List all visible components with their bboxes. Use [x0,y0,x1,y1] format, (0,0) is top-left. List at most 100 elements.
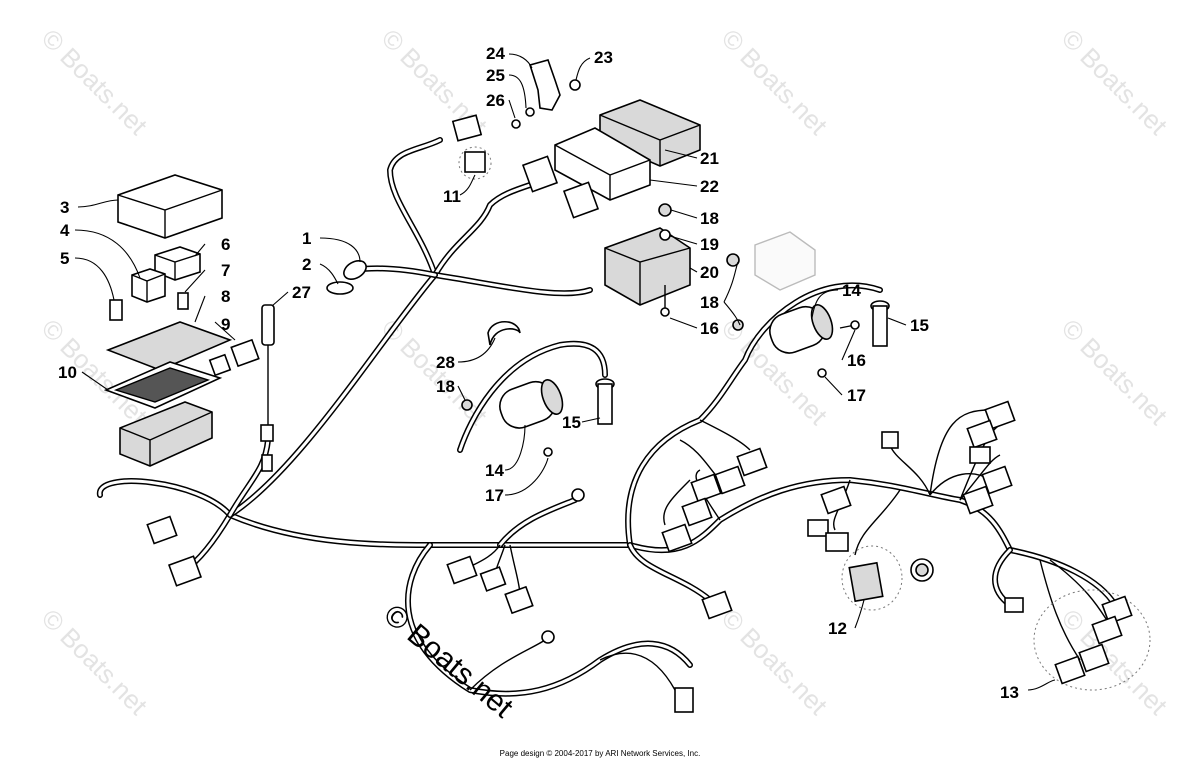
relay [154,246,201,281]
retaining-clip [487,320,521,346]
ignition-coil [499,379,564,429]
screw [817,368,827,378]
hex-nut [461,399,473,411]
callout-7: 7 [221,261,230,280]
callout-16-right: 16 [847,351,866,370]
wire-clip [343,260,367,280]
harness-connector [881,431,899,449]
foreground-watermark: © Boats.net [378,598,520,725]
callout-12: 12 [828,619,847,638]
wire-clip [326,281,354,295]
harness-connector [504,585,534,615]
callout-6: 6 [221,235,230,254]
callout-26: 26 [486,91,505,110]
harness-connector [674,687,694,713]
callout-27: 27 [292,283,311,302]
callout-17-lower: 17 [485,486,504,505]
callout-28: 28 [436,353,455,372]
fuse [109,299,123,321]
control-module [554,127,651,201]
harness-connector [1004,597,1024,613]
fuse-box-base [119,401,213,467]
callout-15-right: 15 [910,316,929,335]
fuse-label-sheet [105,321,233,371]
hex-nut [726,253,740,267]
callout-3: 3 [60,198,69,217]
main-harness [97,137,1118,697]
hex-nut [658,203,672,217]
oxygen-sensor [260,304,275,472]
screw [839,320,860,330]
callout-4: 4 [60,221,70,240]
screw [660,285,670,317]
callout-15-center: 15 [562,413,581,432]
ring-terminal [571,488,585,502]
callout-24: 24 [486,44,505,63]
callout-11: 11 [443,187,461,206]
callout-18-top: 18 [700,209,719,228]
watermark: © Boats.net [1056,23,1174,141]
callout-8: 8 [221,287,230,306]
callout-14-lower: 14 [485,461,504,480]
harness-connector [820,485,852,515]
fuse [177,292,189,310]
callout-labels: 1 2 3 4 5 6 7 8 9 10 11 12 13 14 14 15 1… [58,44,1019,702]
harness-connector [981,465,1013,495]
harness-connector [146,515,178,545]
push-button-switch [910,558,934,582]
harness-connector [966,419,998,449]
harness-connector [690,473,722,503]
harness-connector [167,555,203,587]
diagnostic-connector [841,545,903,611]
harness-connector [479,566,507,592]
fuse-box-cover [117,174,223,239]
ignition-coil [769,304,834,354]
spark-plug-boot [870,300,890,347]
watermark: © Boats.net [36,23,154,141]
watermark: © Boats.net [1056,313,1174,431]
callout-14-upper: 14 [842,281,861,300]
ring-terminal [541,630,555,644]
watermark: © Boats.net [36,603,154,721]
callout-10: 10 [58,363,77,382]
harness-connector [736,447,768,477]
callout-19: 19 [700,235,719,254]
mounting-bracket [511,59,581,129]
harness-connector [714,465,746,495]
watermark: © Boats.net [716,603,834,721]
callout-2: 2 [302,255,311,274]
callout-25: 25 [486,66,505,85]
callout-23: 23 [594,48,613,67]
harness-connector [681,497,713,527]
harness-connector [521,155,559,193]
callout-leaders [74,53,1056,691]
harness-connector [962,485,994,515]
harness-connector [825,532,849,552]
voltage-regulator [604,227,691,306]
callout-16-left: 16 [700,319,719,338]
starter-solenoid [754,231,816,291]
callout-20: 20 [700,263,719,282]
screw [543,447,553,457]
callout-17-right: 17 [847,386,866,405]
watermark: © Boats.net [716,23,834,141]
harness-connector [807,519,829,537]
page-footer: Page design © 2004-2017 by ARI Network S… [499,749,701,758]
harness-connector [562,181,600,219]
callout-21: 21 [700,149,719,168]
harness-connector [446,555,478,585]
harness-connector [661,523,693,553]
connector-group [1033,589,1151,691]
harness-connector [208,338,260,377]
washer [659,229,671,241]
callout-5: 5 [60,249,69,268]
callout-18-left: 18 [436,377,455,396]
callout-1: 1 [302,229,311,248]
callout-18-mid: 18 [700,293,719,312]
callout-9: 9 [221,315,230,334]
harness-connector [451,114,492,180]
spark-plug-boot [595,378,615,425]
mini-relay [131,268,166,303]
fuse-box-gasket [103,361,223,409]
